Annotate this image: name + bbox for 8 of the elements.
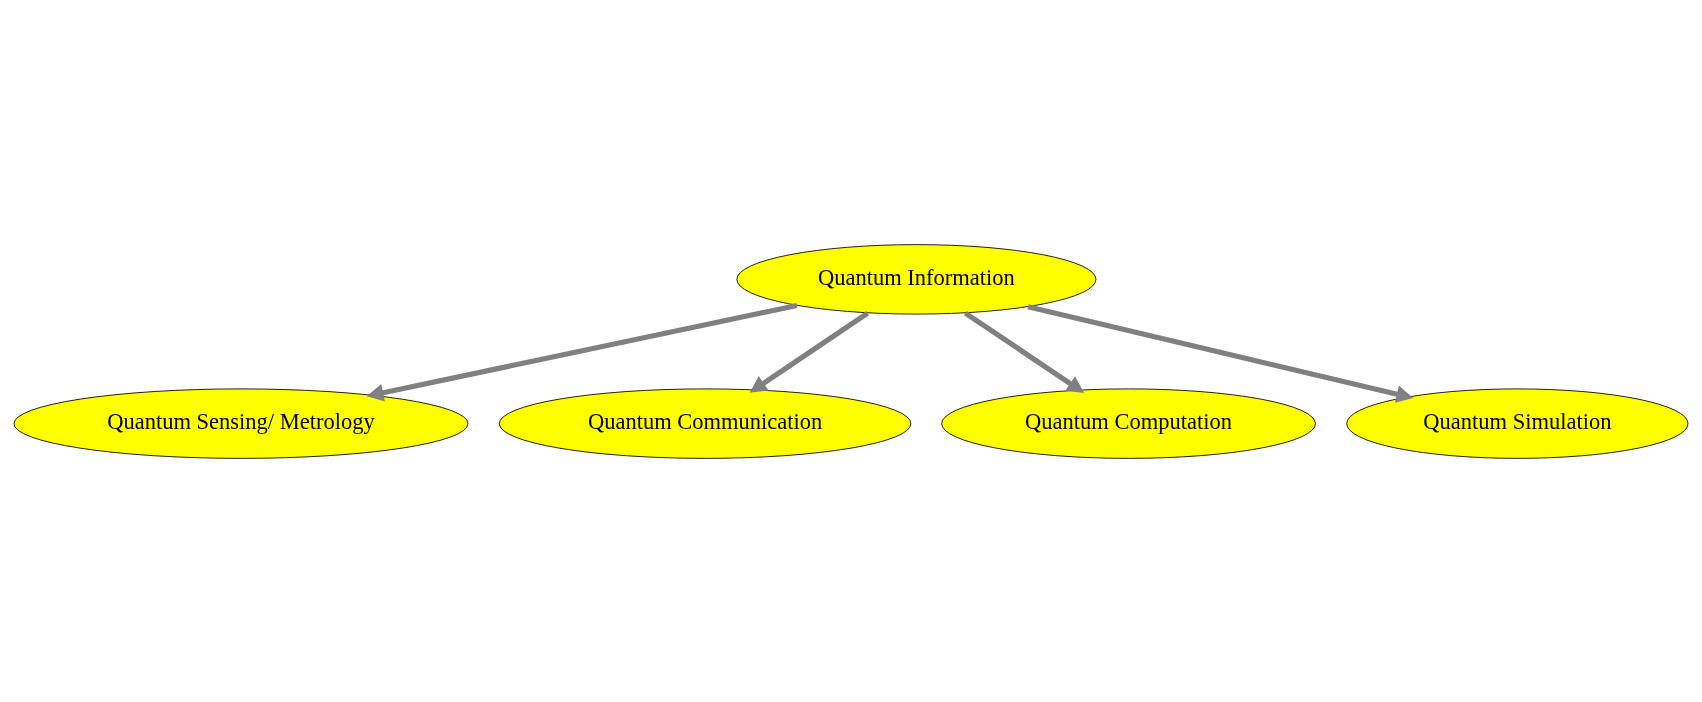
arrow [749,310,870,393]
arrow [1027,303,1414,403]
node-ellipse: Quantum Information [736,243,1097,315]
arrow [366,302,798,401]
arrow [963,310,1085,393]
node-ellipse: Quantum Communication [498,387,912,459]
node-ellipse: Quantum Computation [941,387,1316,459]
node-ellipse: Quantum Sensing/ Metrology [13,387,469,459]
